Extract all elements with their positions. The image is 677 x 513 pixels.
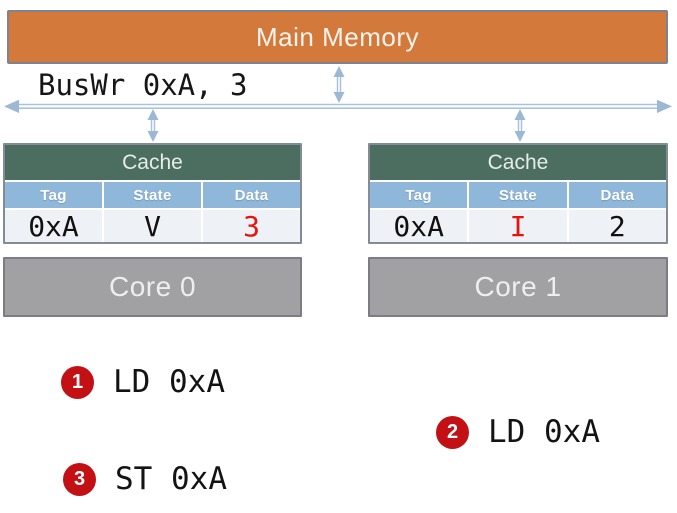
core1-block: Core 1 xyxy=(368,257,668,317)
core0-block: Core 0 xyxy=(3,257,302,317)
column-header-data: Data xyxy=(203,182,300,208)
cache-title: Cache xyxy=(5,145,300,180)
event-1: 1 LD 0xA xyxy=(61,364,225,400)
bus-cache0-arrow xyxy=(147,109,159,142)
event-3: 3 ST 0xA xyxy=(63,461,227,497)
event-2: 2 LD 0xA xyxy=(436,414,600,450)
cache-block-core0: Cache Tag State Data 0xA V 3 xyxy=(3,143,302,244)
event-3-badge: 3 xyxy=(63,462,96,496)
event-2-badge: 2 xyxy=(436,415,469,449)
event-2-label: LD 0xA xyxy=(488,414,600,450)
core0-label: Core 0 xyxy=(108,271,197,302)
cell-tag: 0xA xyxy=(5,210,102,243)
event-1-label: LD 0xA xyxy=(113,364,225,400)
cell-state: I xyxy=(469,210,567,243)
cell-data: 2 xyxy=(568,210,666,243)
column-header-tag: Tag xyxy=(5,182,102,208)
bus-cache1-arrow xyxy=(514,109,526,142)
column-header-data: Data xyxy=(568,182,666,208)
column-header-tag: Tag xyxy=(370,182,468,208)
cache-table: Tag State Data 0xA I 2 xyxy=(370,180,666,243)
event-3-label: ST 0xA xyxy=(115,461,227,497)
bus-event-label: BusWr 0xA, 3 xyxy=(38,68,248,102)
cell-data: 3 xyxy=(203,210,300,243)
cell-state: V xyxy=(104,210,201,243)
memory-bus-arrow xyxy=(333,66,345,103)
main-memory-label: Main Memory xyxy=(256,21,419,52)
cache-table: Tag State Data 0xA V 3 xyxy=(5,180,300,243)
main-memory-block: Main Memory xyxy=(7,10,668,64)
column-header-state: State xyxy=(469,182,567,208)
event-1-badge: 1 xyxy=(61,365,94,399)
bus-arrowhead-left xyxy=(4,99,19,113)
bus-arrowhead-right xyxy=(657,99,672,113)
column-header-state: State xyxy=(104,182,201,208)
core1-label: Core 1 xyxy=(474,271,562,302)
cache-block-core1: Cache Tag State Data 0xA I 2 xyxy=(368,143,668,244)
cache-title: Cache xyxy=(370,145,666,180)
cell-tag: 0xA xyxy=(370,210,468,243)
